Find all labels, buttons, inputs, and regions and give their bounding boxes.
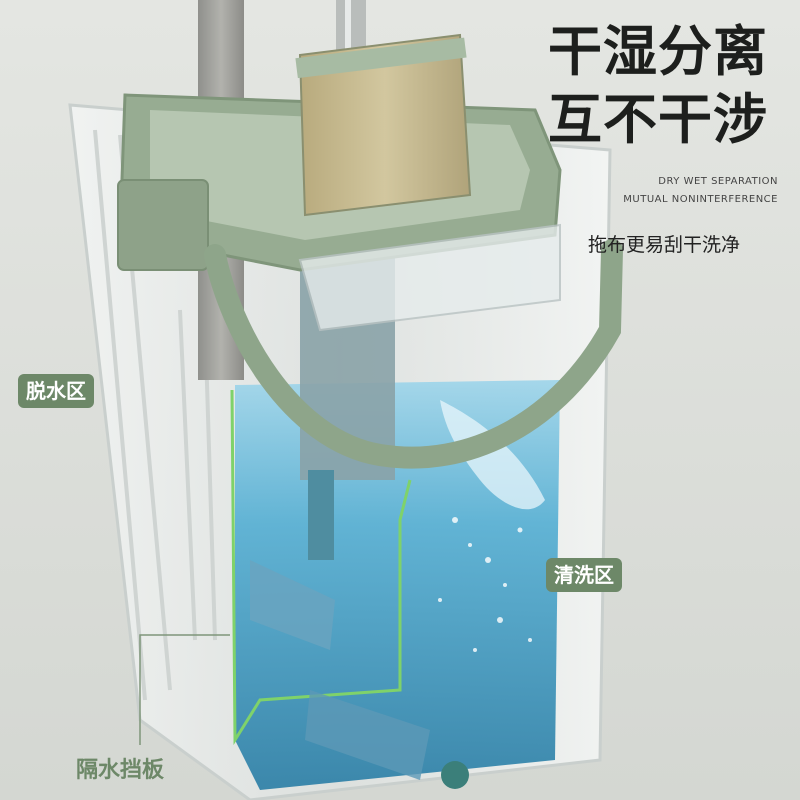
drain-cap xyxy=(441,761,469,789)
bucket-wall-lines xyxy=(93,129,217,701)
squeeze-box xyxy=(298,223,561,332)
scraping-mop-pad xyxy=(298,33,472,217)
bucket-handle xyxy=(204,239,623,469)
subtitle-en-line-2: MUTUAL NONINTERFERENCE xyxy=(623,194,778,205)
headline-line-2: 互不干涉 xyxy=(548,88,768,151)
headline-line-1: 干湿分离 xyxy=(548,20,768,83)
dry-zone-label: 脱水区 xyxy=(18,374,94,408)
mop-pad-plate xyxy=(295,37,467,79)
side-clip xyxy=(117,179,209,271)
baffle-label: 隔水挡板 xyxy=(76,758,165,783)
water-baffle xyxy=(230,389,412,746)
bubbles xyxy=(438,517,532,652)
water-foam xyxy=(440,400,545,510)
bottom-tray xyxy=(305,690,430,780)
feature-text: 拖布更易刮干洗净 xyxy=(588,234,741,256)
wet-mop-stem xyxy=(308,470,334,560)
baffle-callout-line xyxy=(139,634,230,745)
submerged-tray xyxy=(250,560,335,650)
wash-zone-label: 清洗区 xyxy=(546,558,622,592)
subtitle-en-line-1: DRY WET SEPARATION xyxy=(658,176,778,187)
